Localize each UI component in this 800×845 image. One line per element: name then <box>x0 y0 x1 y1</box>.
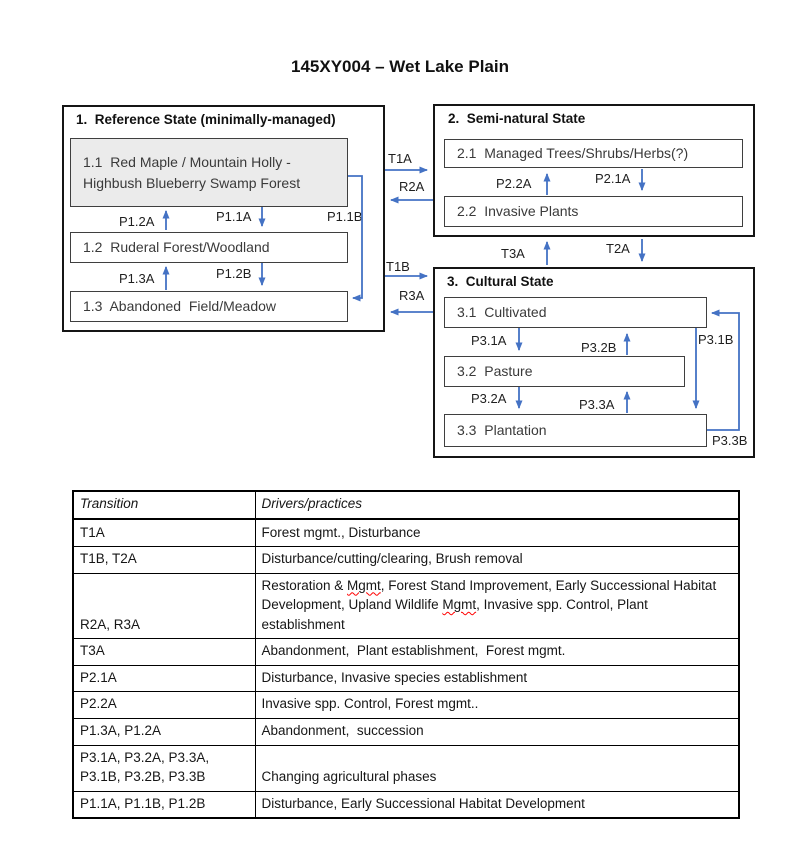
column-header-transition: Transition <box>72 490 256 520</box>
table-row: R2A, R3A Restoration & Mgmt, Forest Stan… <box>72 572 740 640</box>
cell-transition: T1B, T2A <box>72 546 256 574</box>
table-row: P3.1A, P3.2A, P3.3A, P3.1B, P3.2B, P3.3B… <box>72 744 740 792</box>
state1-header: 1. Reference State (minimally-managed) <box>76 112 336 127</box>
table-row: T1B, T2A Disturbance/cutting/clearing, B… <box>72 546 740 574</box>
pathway-label-p3-3a: P3.3A <box>579 397 615 412</box>
pathway-label-p3-1b: P3.1B <box>698 332 734 347</box>
cell-transition: P1.3A, P1.2A <box>72 718 256 746</box>
pathway-label-p2-1a: P2.1A <box>595 171 631 186</box>
transition-label-t2a: T2A <box>606 241 630 256</box>
state2-header: 2. Semi-natural State <box>448 111 586 126</box>
transition-label-t3a: T3A <box>501 246 525 261</box>
transitions-table: Transition Drivers/practices T1A Forest … <box>72 490 740 820</box>
cell-transition: P1.1A, P1.1B, P1.2B <box>72 790 256 819</box>
column-header-drivers: Drivers/practices <box>254 490 740 520</box>
pathway-label-p1-1a: P1.1A <box>216 209 252 224</box>
cell-transition: P3.1A, P3.2A, P3.3A, P3.1B, P3.2B, P3.3B <box>72 744 256 792</box>
community-2-2-invasive-plants: 2.2 Invasive Plants <box>444 196 743 227</box>
community-1-3-abandoned-field: 1.3 Abandoned Field/Meadow <box>70 291 348 322</box>
transition-label-t1a: T1A <box>388 151 412 166</box>
cell-transition: T3A <box>72 638 256 666</box>
cell-drivers: Restoration & Mgmt, Forest Stand Improve… <box>254 572 740 640</box>
pathway-label-p3-3b: P3.3B <box>712 433 748 448</box>
cell-drivers: Abandonment, succession <box>254 718 740 746</box>
table-row: T1A Forest mgmt., Disturbance <box>72 518 740 548</box>
cell-transition: P2.1A <box>72 664 256 693</box>
cell-drivers: Forest mgmt., Disturbance <box>254 518 740 548</box>
table-row: P2.1A Disturbance, Invasive species esta… <box>72 664 740 693</box>
table-row: P1.1A, P1.1B, P1.2B Disturbance, Early S… <box>72 790 740 819</box>
community-1-1-swamp-forest: 1.1 Red Maple / Mountain Holly - Highbus… <box>70 138 348 207</box>
state3-header: 3. Cultural State <box>447 274 554 289</box>
cell-drivers: Abandonment, Plant establishment, Forest… <box>254 638 740 666</box>
table-row: P1.3A, P1.2A Abandonment, succession <box>72 718 740 746</box>
cell-drivers: Disturbance, Invasive species establishm… <box>254 664 740 693</box>
pathway-label-p1-2a: P1.2A <box>119 214 155 229</box>
pathway-label-p3-2a: P3.2A <box>471 391 507 406</box>
pathway-label-p3-2b: P3.2B <box>581 340 617 355</box>
page-title: 145XY004 – Wet Lake Plain <box>291 57 509 76</box>
pathway-label-p3-1a: P3.1A <box>471 333 507 348</box>
cell-drivers: Disturbance/cutting/clearing, Brush remo… <box>254 546 740 574</box>
transition-label-r3a: R3A <box>399 288 425 303</box>
community-2-1-managed-trees: 2.1 Managed Trees/Shrubs/Herbs(?) <box>444 139 743 168</box>
pathway-label-p2-2a: P2.2A <box>496 176 532 191</box>
cell-transition: P2.2A <box>72 691 256 719</box>
table-row: P2.2A Invasive spp. Control, Forest mgmt… <box>72 691 740 719</box>
community-3-2-pasture: 3.2 Pasture <box>444 356 685 387</box>
pathway-label-p1-2b: P1.2B <box>216 266 252 281</box>
community-3-3-plantation: 3.3 Plantation <box>444 414 707 447</box>
cell-drivers: Disturbance, Early Successional Habitat … <box>254 790 740 819</box>
pathway-label-p1-1b: P1.1B <box>327 209 363 224</box>
transition-label-r2a: R2A <box>399 179 425 194</box>
cell-transition: T1A <box>72 518 256 548</box>
cell-drivers: Changing agricultural phases <box>254 744 740 792</box>
table-row: T3A Abandonment, Plant establishment, Fo… <box>72 638 740 666</box>
community-1-2-ruderal-forest: 1.2 Ruderal Forest/Woodland <box>70 232 348 263</box>
cell-drivers: Invasive spp. Control, Forest mgmt.. <box>254 691 740 719</box>
cell-transition: R2A, R3A <box>72 572 256 640</box>
pathway-label-p1-3a: P1.3A <box>119 271 155 286</box>
table-header-row: Transition Drivers/practices <box>72 490 740 520</box>
transition-label-t1b: T1B <box>386 259 410 274</box>
community-3-1-cultivated: 3.1 Cultivated <box>444 297 707 328</box>
